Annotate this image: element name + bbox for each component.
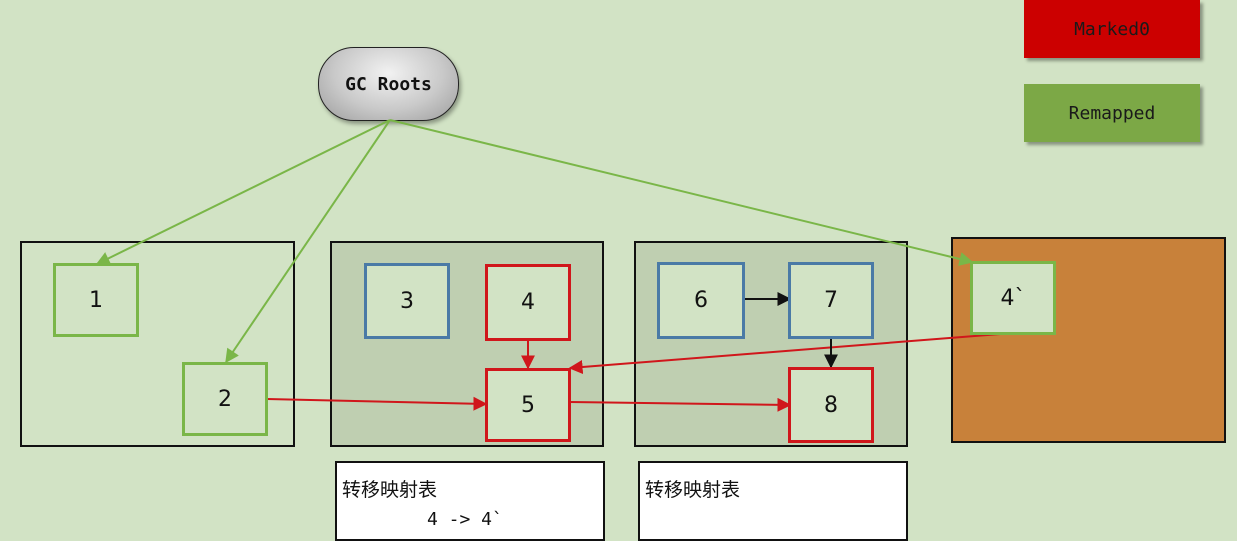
object-7-label: 7 bbox=[824, 288, 838, 313]
edge-gcroots-to-4c bbox=[389, 119, 974, 266]
object-5: 5 bbox=[485, 368, 571, 442]
object-5-label: 5 bbox=[521, 392, 535, 418]
object-6: 6 bbox=[657, 262, 745, 339]
object-4-copy-label: 4` bbox=[1000, 285, 1026, 311]
forwarding-table-title: 转移映射表 bbox=[645, 479, 741, 501]
object-4: 4 bbox=[485, 264, 571, 341]
edge-gcroots-to-2 bbox=[225, 119, 391, 364]
object-1: 1 bbox=[53, 263, 139, 337]
gc-roots-label: GC Roots bbox=[345, 73, 432, 95]
object-4-label: 4 bbox=[521, 290, 535, 315]
legend-marked0-label: Marked0 bbox=[1074, 18, 1150, 40]
object-7: 7 bbox=[788, 262, 874, 339]
object-3: 3 bbox=[364, 263, 450, 339]
legend-remapped: Remapped bbox=[1024, 84, 1200, 142]
object-3-label: 3 bbox=[400, 288, 414, 314]
legend-marked0: Marked0 bbox=[1024, 0, 1200, 58]
forwarding-table-entry: 4 -> 4` bbox=[427, 509, 503, 530]
edge-2-to-5 bbox=[266, 396, 488, 411]
object-8-label: 8 bbox=[824, 392, 838, 418]
object-1-label: 1 bbox=[89, 287, 103, 313]
object-2-label: 2 bbox=[218, 386, 232, 412]
object-6-label: 6 bbox=[694, 288, 708, 313]
gc-roots-node: GC Roots bbox=[318, 47, 459, 121]
object-2: 2 bbox=[182, 362, 268, 436]
edge-5-to-8 bbox=[569, 397, 792, 412]
edge-4c-to-5 bbox=[568, 332, 1014, 374]
object-8: 8 bbox=[788, 367, 874, 443]
legend-remapped-label: Remapped bbox=[1068, 102, 1156, 124]
forwarding-table-title: 转移映射表 bbox=[342, 479, 438, 501]
object-4-copy: 4` bbox=[970, 261, 1056, 335]
heap-region-1 bbox=[20, 241, 295, 447]
edge-gcroots-to-1 bbox=[95, 119, 391, 265]
